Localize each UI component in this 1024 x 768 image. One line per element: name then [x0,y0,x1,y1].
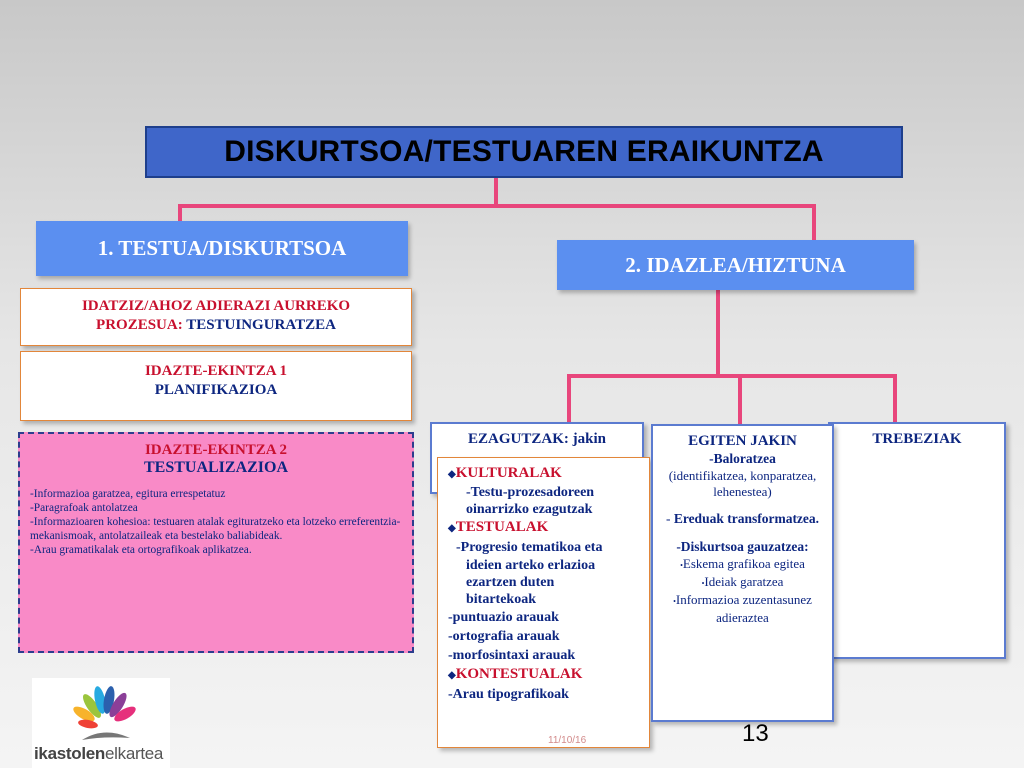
connector-trebeziak-down [893,374,897,424]
list-item: -Informazioa garatzea, egitura errespeta… [30,488,226,500]
trebeziak-box: TREBEZIAK [828,422,1006,659]
diamond-bullet-icon: ◆ [448,670,456,681]
connector-ezagutzak-down [567,374,571,422]
idazte-ekintza-1-box: IDAZTE-EKINTZA 1 PLANIFIKAZIOA [20,351,412,421]
bullet-icon: • [701,579,705,588]
branch-testua-diskurtsoa: 1. TESTUA/DISKURTSOA [36,221,408,276]
ezagutzak-content-box: ◆KULTURALAK -Testu-prozesadoreen oinarri… [437,457,650,748]
connector-egiten-down [738,374,742,424]
bullet-icon: • [673,597,676,606]
list-item: -Arau gramatikalak eta ortografikoak apl… [30,544,252,556]
connector-branch1-down [178,204,182,222]
diamond-bullet-icon: ◆ [448,469,456,480]
idazte-ekintza-2-box: IDAZTE-EKINTZA 2 TESTUALIZAZIOA -Informa… [18,432,414,653]
connector-idazlea-down [716,290,720,376]
diamond-bullet-icon: ◆ [448,523,456,534]
connector-branch2-down [812,204,816,242]
egiten-jakin-box: EGITEN JAKIN -Baloratzea (identifikatzea… [651,424,834,722]
connector-title-horizontal [178,204,816,208]
list-item: -Paragrafoak antolatzea [30,502,138,514]
date-label: 11/10/16 [548,735,587,746]
list-item: -Informazioaren kohesioa: testuaren atal… [30,516,401,542]
logo-flower-icon [73,686,136,740]
connector-title-down [494,178,498,206]
diagram-title: DISKURTSOA/TESTUAREN ERAIKUNTZA [145,126,903,178]
connector-idazlea-horizontal [567,374,897,378]
ikastolen-elkartea-logo: ikastolenelkartea [32,678,170,768]
page-number: 13 [742,720,769,747]
branch-idazlea-hiztuna: 2. IDAZLEA/HIZTUNA [557,240,914,290]
prozesua-box: IDATZIZ/AHOZ ADIERAZI AURREKO PROZESUA: … [20,288,412,346]
bullet-icon: • [680,561,683,570]
